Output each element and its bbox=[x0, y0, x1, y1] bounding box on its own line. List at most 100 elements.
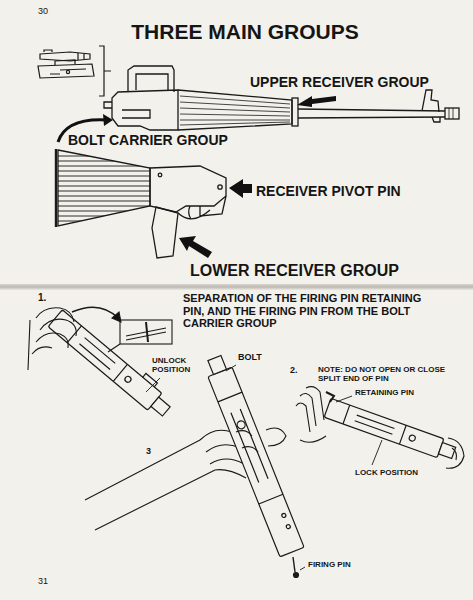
part-label: LOCK POSITION bbox=[355, 468, 418, 477]
bolt-carrier-drawing bbox=[208, 367, 304, 557]
step-number: 3 bbox=[146, 446, 151, 456]
bolt-carrier-parts bbox=[55, 60, 75, 65]
bolt-carrier-lock-drawing bbox=[343, 405, 406, 444]
firing-pin-drawing bbox=[293, 557, 298, 577]
group-bracket bbox=[99, 46, 111, 96]
upper-receiver-drawing bbox=[422, 90, 439, 112]
bolt-carrier-lock-drawing bbox=[408, 434, 416, 442]
bolt-carrier-drawing bbox=[281, 513, 286, 518]
upper-receiver-drawing bbox=[292, 98, 298, 126]
hand-drawing bbox=[200, 430, 232, 440]
lower-receiver-drawing bbox=[152, 207, 178, 258]
hand-drawing bbox=[452, 448, 457, 460]
lower-receiver-drawing bbox=[158, 173, 162, 177]
hand-drawing bbox=[296, 403, 310, 432]
hand-drawing bbox=[85, 430, 246, 530]
page-fold bbox=[0, 284, 473, 290]
bolt-carrier-parts bbox=[44, 50, 52, 52]
hand-drawing bbox=[32, 347, 52, 354]
bolt-carrier-lock-drawing bbox=[438, 443, 455, 459]
leader-line bbox=[300, 567, 305, 570]
hand-drawing bbox=[326, 392, 334, 402]
lower-receiver-drawing bbox=[58, 150, 150, 226]
pointer-arrow bbox=[179, 236, 212, 258]
bolt-carrier-unlock-drawing bbox=[48, 310, 162, 410]
part-label: FIRING PIN bbox=[308, 560, 351, 569]
upper-receiver-drawing bbox=[178, 90, 292, 130]
step-heading: SEPARATION OF THE FIRING PIN RETAINING P… bbox=[183, 292, 445, 330]
note-text: NOTE: DO NOT OPEN OR CLOSE SPLIT END OF … bbox=[318, 365, 448, 383]
upper-receiver-drawing bbox=[432, 117, 440, 122]
inset-detail bbox=[108, 344, 120, 352]
bolt-carrier-drawing bbox=[286, 524, 291, 529]
upper-receiver-drawing bbox=[128, 66, 174, 92]
lower-receiver-drawing bbox=[218, 185, 222, 189]
hand-drawing bbox=[36, 333, 68, 348]
inset-detail bbox=[146, 322, 148, 342]
part-label: UNLOCK POSITION bbox=[152, 356, 204, 374]
bolt-carrier-lock-drawing bbox=[324, 398, 457, 462]
step-number: 1. bbox=[38, 292, 46, 304]
inset-detail bbox=[108, 320, 172, 352]
hand-drawing bbox=[242, 447, 258, 452]
firing-pin-drawing bbox=[293, 557, 295, 572]
bolt-carrier-parts bbox=[40, 52, 90, 61]
bolt-carrier-parts bbox=[78, 53, 84, 60]
part-label: RETAINING PIN bbox=[355, 388, 414, 397]
part-label: RECEIVER PIVOT PIN bbox=[256, 183, 401, 199]
upper-receiver-drawing bbox=[449, 108, 453, 119]
hand-drawing bbox=[85, 440, 200, 500]
page-title: THREE MAIN GROUPS bbox=[60, 20, 430, 44]
inset-detail bbox=[120, 320, 172, 344]
hand-drawing bbox=[72, 307, 118, 318]
hand-drawing bbox=[215, 470, 246, 478]
bolt-carrier-drawing bbox=[208, 355, 227, 374]
bolt-carrier-unlock-drawing bbox=[151, 397, 170, 416]
pointer-arrow bbox=[297, 96, 336, 107]
page-number: 31 bbox=[38, 576, 48, 586]
leader-line bbox=[336, 396, 352, 402]
bolt-carrier-unlock-drawing bbox=[124, 375, 132, 383]
hand-drawing bbox=[28, 320, 30, 370]
hand-drawing bbox=[28, 307, 121, 370]
lower-receiver-drawing bbox=[178, 210, 210, 219]
bolt-carrier-lock-drawing bbox=[324, 398, 444, 457]
group-label: LOWER RECEIVER GROUP bbox=[190, 262, 399, 280]
bolt-carrier-unlock-drawing bbox=[143, 373, 158, 386]
hand-drawing bbox=[296, 387, 464, 469]
upper-receiver-drawing bbox=[298, 109, 445, 118]
lower-receiver-drawing bbox=[56, 149, 226, 258]
upper-receiver-drawing bbox=[104, 66, 459, 130]
group-label: BOLT CARRIER GROUP bbox=[68, 132, 228, 148]
lower-receiver-drawing bbox=[200, 196, 226, 216]
hand-drawing bbox=[210, 459, 244, 464]
bolt-carrier-parts bbox=[50, 69, 86, 74]
bolt-carrier-drawing bbox=[202, 353, 304, 557]
bolt-carrier-parts bbox=[38, 50, 94, 78]
upper-receiver-drawing bbox=[180, 96, 290, 125]
part-label: BOLT bbox=[238, 352, 262, 362]
firing-pin-drawing bbox=[294, 573, 299, 578]
hand-drawing bbox=[236, 431, 252, 436]
bolt-carrier-parts bbox=[66, 70, 69, 73]
bolt-carrier-drawing bbox=[218, 392, 283, 504]
step-number: 2. bbox=[290, 365, 298, 375]
lower-receiver-drawing bbox=[55, 149, 57, 227]
hand-drawing bbox=[446, 438, 464, 468]
pointer-arrow bbox=[103, 114, 113, 126]
hand-drawing bbox=[236, 428, 286, 452]
page-number: 30 bbox=[38, 6, 48, 16]
lower-receiver-drawing bbox=[150, 166, 226, 212]
hand-drawing bbox=[266, 428, 286, 446]
hand-drawing bbox=[300, 436, 326, 442]
upper-receiver-drawing bbox=[136, 74, 168, 90]
pointer-arrow bbox=[229, 179, 252, 198]
hand-drawing bbox=[206, 445, 240, 452]
upper-receiver-drawing bbox=[445, 108, 459, 119]
group-label: UPPER RECEIVER GROUP bbox=[250, 74, 429, 90]
hand-drawing bbox=[95, 470, 215, 530]
leader-line bbox=[146, 378, 160, 392]
leader-line bbox=[372, 440, 382, 465]
bolt-carrier-drawing bbox=[236, 420, 246, 430]
lower-receiver-drawing bbox=[189, 206, 191, 219]
